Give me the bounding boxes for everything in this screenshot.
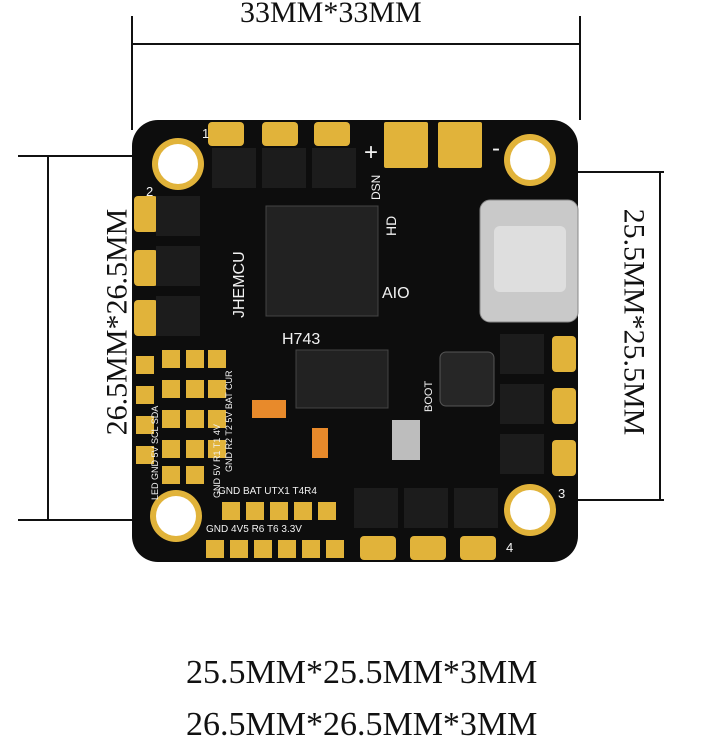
silkscreen: H743 JHEMCU AIO HD DSN BOOT + - 1 2 3 4 … [146, 126, 565, 555]
inductor [439, 351, 495, 407]
bottom-pad-row [206, 502, 344, 558]
orange-capacitor [312, 428, 328, 458]
aio-label: AIO [382, 285, 410, 302]
mosfets [156, 148, 544, 528]
battery-plus-pad [384, 122, 428, 168]
battery-minus-pad [438, 122, 482, 168]
spec-line-2: 26.5MM*26.5MM*3MM [186, 706, 538, 743]
left-pads3-label: GND 5V R1 T1 4V [212, 424, 222, 498]
plus-label: + [364, 139, 378, 166]
usb-c-inner [494, 226, 566, 292]
left-pads2-label: GND R2 T2 5V BAT CUR [224, 370, 234, 472]
pad4-label: 4 [506, 540, 513, 555]
bottom-pads2-label: GND 4V5 R6 T6 3.3V [206, 524, 302, 535]
spec-line-1: 25.5MM*25.5MM*3MM [186, 654, 538, 691]
right-dimension-label: 25.5MM*25.5MM [617, 208, 651, 436]
boot-button [392, 420, 420, 460]
minus-label: - [492, 135, 500, 162]
boot-label: BOOT [423, 381, 435, 412]
edge-pads [134, 122, 576, 560]
mounting-holes [150, 134, 556, 542]
mcu-label: H743 [282, 331, 320, 348]
left-dimension-label: 26.5MM*26.5MM [100, 208, 134, 436]
pcb-board [132, 120, 578, 562]
brand-label: JHEMCU [231, 251, 248, 318]
orange-capacitor [252, 400, 286, 418]
mcu-chip [265, 205, 379, 317]
esc-chip [295, 349, 389, 409]
pad2-label: 2 [146, 184, 153, 199]
pad3-label: 3 [558, 486, 565, 501]
left-pad-grid [136, 350, 226, 484]
dsn-label: DSN [369, 175, 383, 200]
top-dimension-label: 33MM*33MM [240, 0, 422, 29]
hd-label: HD [383, 216, 399, 236]
bottom-pads-label: GND BAT UTX1 T4R4 [218, 486, 317, 497]
pad1-label: 1 [202, 126, 209, 141]
left-pads-label: LED GND 5V SCL SDA [150, 406, 160, 500]
